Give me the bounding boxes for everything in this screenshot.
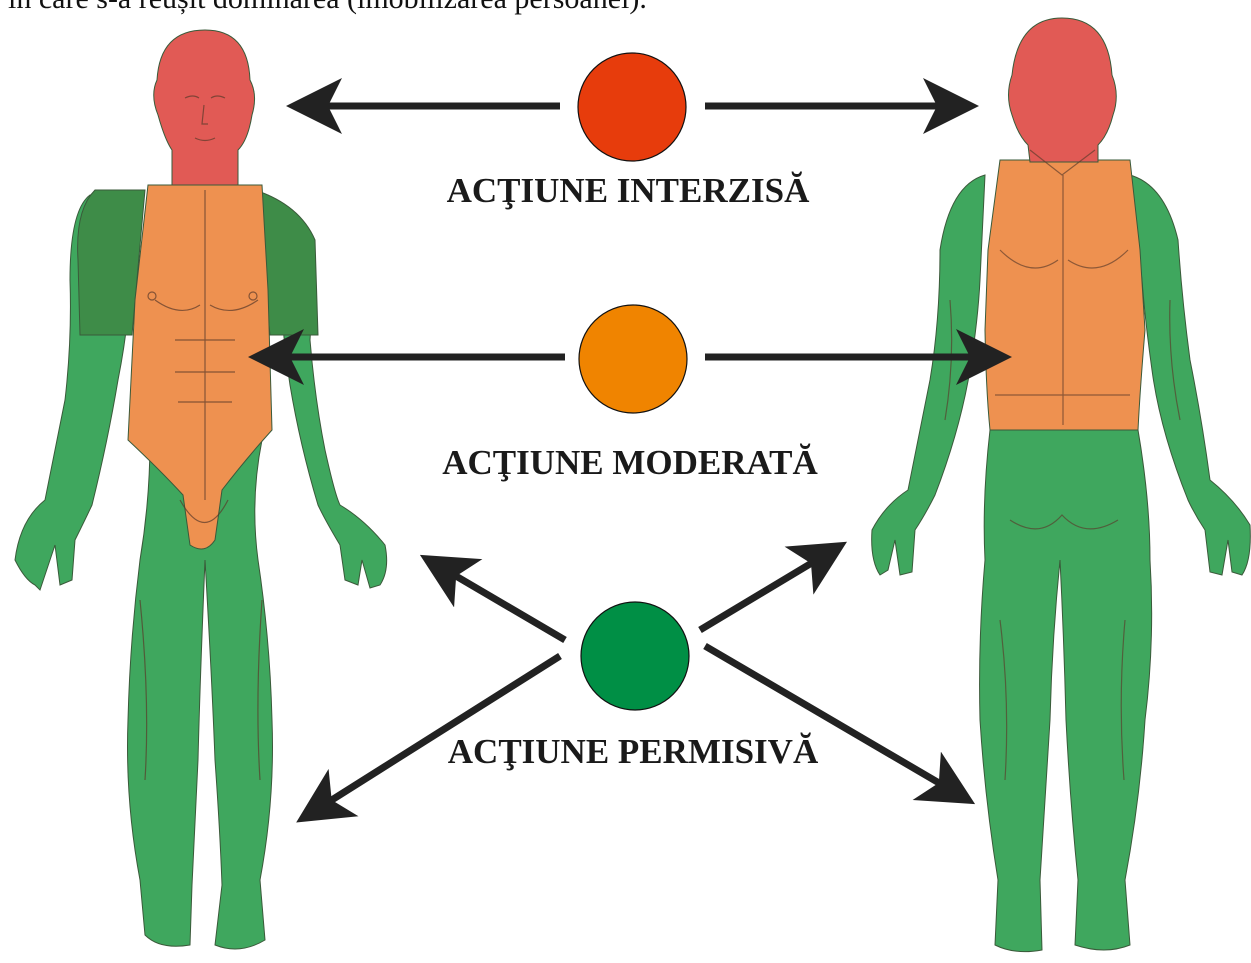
label-moderate: ACŢIUNE MODERATĂ — [442, 442, 818, 482]
arrow-permissive-upper-left — [432, 562, 565, 640]
moderate-circle — [579, 305, 687, 413]
label-permissive: ACŢIUNE PERMISIVĂ — [448, 731, 819, 771]
permissive-circle — [581, 602, 689, 710]
back-head-zone — [1009, 18, 1117, 162]
back-torso-zone — [985, 160, 1145, 430]
arrow-permissive-upper-right — [700, 549, 835, 630]
forbidden-circle — [578, 53, 686, 161]
label-forbidden: ACŢIUNE INTERZISĂ — [447, 170, 810, 210]
back-body-figure — [872, 18, 1251, 952]
arrow-permissive-lower-right — [705, 646, 963, 797]
front-body-figure — [15, 30, 387, 949]
back-left-arm-zone — [872, 175, 985, 575]
